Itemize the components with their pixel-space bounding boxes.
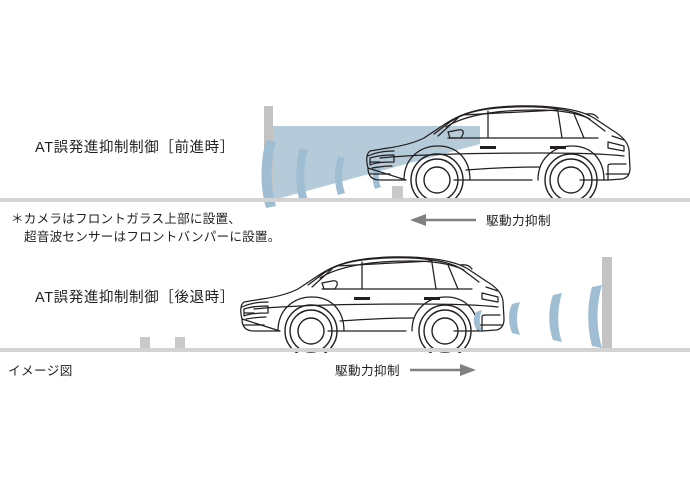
vehicle-forward (366, 105, 631, 202)
panel-title-reverse: AT誤発進抑制制御［後退時］ (35, 290, 235, 306)
curb-block-top (392, 186, 403, 199)
arrow-right-icon (409, 363, 476, 376)
camera-sensor-note: ＊カメラはフロントガラス上部に設置、 超音波センサーはフロントバンパーに設置。 (11, 210, 281, 246)
drive-force-arrow-forward: 駆動力抑制 (410, 210, 551, 229)
ground-line-top (0, 198, 690, 202)
note-line-1: ＊カメラはフロントガラス上部に設置、 (11, 212, 242, 226)
curb-block-bottom-1 (140, 337, 150, 349)
image-caption: イメージ図 (8, 364, 73, 378)
ground-line-bottom (0, 348, 690, 352)
arrow-label-forward: 駆動力抑制 (486, 214, 551, 228)
arrow-label-reverse: 駆動力抑制 (335, 364, 400, 378)
vehicle-reverse (240, 256, 505, 353)
wall-top (264, 106, 273, 200)
wall-bottom (602, 257, 612, 350)
curb-block-bottom-2 (175, 337, 185, 349)
note-line-2: 超音波センサーはフロントバンパーに設置。 (24, 230, 281, 244)
arrow-left-icon (410, 213, 476, 226)
drive-force-arrow-reverse: 駆動力抑制 (335, 360, 476, 379)
panel-title-forward: AT誤発進抑制制御［前進時］ (35, 140, 235, 156)
